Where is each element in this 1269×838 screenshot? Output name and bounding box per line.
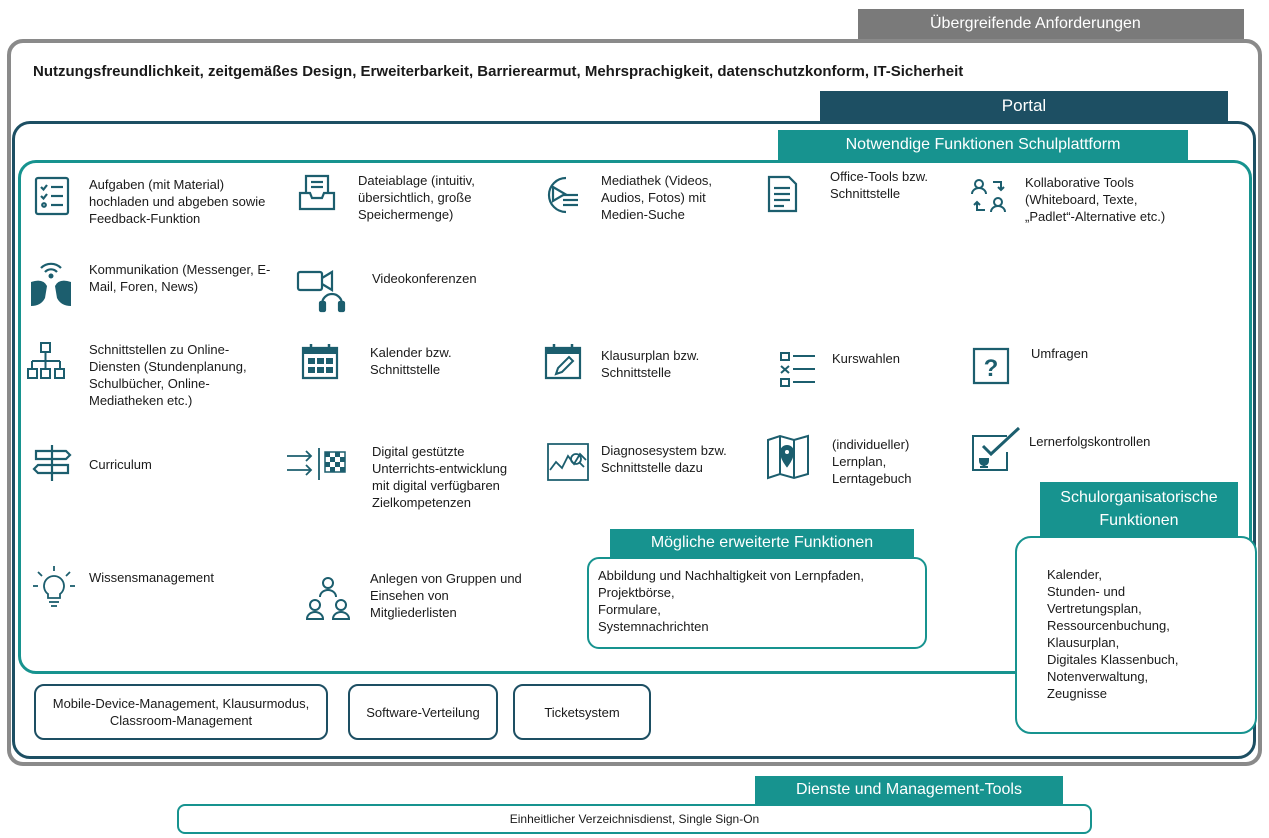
calendar-icon bbox=[300, 342, 340, 382]
school-org-item: Kalender, bbox=[1047, 567, 1102, 582]
function-calendar: Kalender bzw. Schnittstelle bbox=[370, 345, 452, 377]
overarching-container bbox=[7, 39, 1262, 766]
overarching-requirements-label: Übergreifende Anforderungen bbox=[930, 15, 1141, 32]
function-groups: Anlegen von Gruppen und Einsehen von Mit… bbox=[370, 571, 522, 620]
function-communication: Kommunikation (Messenger, E-Mail, Foren,… bbox=[89, 262, 271, 294]
function-media-library: Mediathek (Videos, Audios, Fotos) mit Me… bbox=[601, 173, 713, 222]
directory-service-label: Einheitlicher Verzeichnisdienst, Single … bbox=[509, 812, 760, 826]
school-org-header: Schulorganisatorische Funktionen bbox=[1040, 482, 1238, 536]
selection-list-icon bbox=[778, 350, 818, 390]
function-diagnosis: Diagnosesystem bzw. Schnittstelle dazu bbox=[601, 443, 727, 475]
hierarchy-icon bbox=[26, 341, 66, 381]
document-icon bbox=[762, 174, 802, 214]
function-course-choice: Kurswahlen bbox=[832, 351, 900, 366]
arrows-to-goal-icon bbox=[285, 446, 349, 482]
function-assessment: Lernerfolgskontrollen bbox=[1029, 434, 1151, 449]
possible-functions-box: Abbildung und Nachhaltigkeit von Lernpfa… bbox=[587, 557, 927, 649]
possible-item: Projektbörse, bbox=[598, 585, 675, 600]
function-video-conference: Videokonferenzen bbox=[372, 271, 477, 286]
school-org-item: Ressourcenbuchung, bbox=[1047, 618, 1170, 633]
communication-icon bbox=[29, 262, 73, 308]
services-header: Dienste und Management-Tools bbox=[755, 776, 1063, 804]
media-play-icon bbox=[541, 175, 581, 215]
possible-item: Abbildung und Nachhaltigkeit von Lernpfa… bbox=[598, 568, 864, 583]
overarching-requirements-header: Übergreifende Anforderungen bbox=[858, 9, 1244, 39]
school-org-item: Zeugnisse bbox=[1047, 686, 1107, 701]
group-icon bbox=[304, 575, 352, 623]
school-org-label: Schulorganisatorische Funktionen bbox=[1060, 489, 1218, 529]
school-org-box: Kalender, Stunden- und Vertretungsplan, … bbox=[1015, 536, 1257, 734]
function-office-tools: Office-Tools bzw. Schnittstelle bbox=[830, 169, 929, 201]
calendar-edit-icon bbox=[543, 342, 583, 382]
requirements-text: Nutzungsfreundlichkeit, zeitgemäßes Desi… bbox=[33, 63, 964, 80]
function-file-storage: Dateiablage (intuitiv, übersichtlich, gr… bbox=[358, 173, 475, 222]
signpost-icon bbox=[32, 443, 72, 483]
portal-label: Portal bbox=[1001, 96, 1047, 115]
school-org-item: Digitales Klassenbuch, bbox=[1047, 652, 1179, 667]
possible-functions-label: Mögliche erweiterte Funktionen bbox=[650, 534, 874, 551]
school-org-item: Notenverwaltung, bbox=[1047, 669, 1149, 684]
school-org-item: Klausurplan, bbox=[1047, 635, 1120, 650]
checklist-icon bbox=[32, 176, 72, 216]
lightbulb-icon bbox=[32, 564, 76, 610]
school-org-item: Vertretungsplan, bbox=[1047, 601, 1142, 616]
portal-container bbox=[12, 121, 1256, 759]
trophy-check-icon bbox=[969, 426, 1021, 474]
possible-item: Systemnachrichten bbox=[598, 619, 709, 634]
function-interfaces: Schnittstellen zu Online-Diensten (Stund… bbox=[89, 342, 247, 408]
function-collaborative: Kollaborative Tools (Whiteboard, Texte, … bbox=[1025, 175, 1166, 224]
collaboration-icon bbox=[969, 176, 1009, 216]
file-tray-icon bbox=[297, 172, 337, 212]
mdm-box: Mobile-Device-Management, Klausurmodus, … bbox=[34, 684, 328, 740]
function-learning-plan: (individueller) Lernplan, Lerntagebuch bbox=[832, 437, 912, 486]
question-box-icon: ? bbox=[971, 346, 1011, 386]
directory-service-box: Einheitlicher Verzeichnisdienst, Single … bbox=[177, 804, 1092, 834]
necessary-functions-container bbox=[18, 160, 1252, 674]
function-curriculum: Curriculum bbox=[89, 457, 152, 472]
function-knowledge: Wissensmanagement bbox=[89, 570, 214, 585]
function-exam-plan: Klausurplan bzw. Schnittstelle bbox=[601, 348, 700, 380]
services-label: Dienste und Management-Tools bbox=[796, 781, 1022, 798]
ticket-system-box: Ticketsystem bbox=[513, 684, 651, 740]
function-surveys: Umfragen bbox=[1031, 346, 1089, 361]
function-tasks: Aufgaben (mit Material) hochladen und ab… bbox=[89, 177, 266, 226]
svg-text:?: ? bbox=[984, 355, 999, 382]
function-digital-development: Digital gestützte Unterrichts-entwicklun… bbox=[372, 444, 508, 510]
possible-item: Formulare, bbox=[598, 602, 661, 617]
possible-functions-header: Mögliche erweiterte Funktionen bbox=[610, 529, 914, 557]
necessary-functions-header: Notwendige Funktionen Schulplattform bbox=[778, 130, 1188, 160]
video-conference-icon bbox=[296, 266, 344, 314]
software-distribution-box: Software-Verteilung bbox=[348, 684, 498, 740]
map-pin-icon bbox=[766, 434, 810, 480]
diagnosis-chart-icon bbox=[546, 442, 590, 482]
portal-header: Portal bbox=[820, 91, 1228, 121]
necessary-functions-label: Notwendige Funktionen Schulplattform bbox=[845, 136, 1121, 153]
school-org-item: Stunden- und bbox=[1047, 584, 1126, 599]
